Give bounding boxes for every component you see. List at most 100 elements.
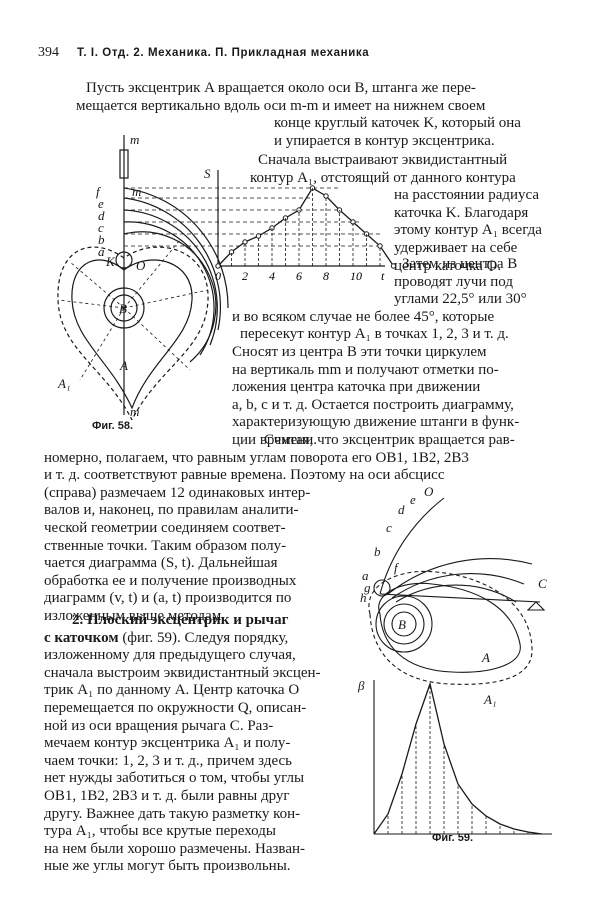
text-line: этому контур A₁ всегда bbox=[394, 222, 542, 239]
text-line: ческой геометрии соединяем соответ- bbox=[44, 519, 286, 536]
text-line: углами 22,5° или 30° bbox=[394, 291, 527, 308]
label-B: B bbox=[398, 617, 406, 632]
b-circle bbox=[383, 603, 425, 645]
label-S: S bbox=[204, 166, 211, 181]
paragraph-rays: Затем из центра B проводят лучи под угла… bbox=[226, 256, 562, 450]
label-O: O bbox=[136, 258, 146, 273]
label-A: A bbox=[119, 358, 128, 373]
paragraph-intro-cont: конце круглый каточек K, который она и у… bbox=[226, 115, 562, 150]
label-d: d bbox=[398, 502, 405, 517]
ray bbox=[57, 299, 125, 309]
text-line: ственные точки. Таким образом полу- bbox=[44, 537, 287, 554]
b-circle bbox=[391, 611, 417, 637]
paragraph-diagram: Считая, что эксцентрик вращается рав- но… bbox=[44, 432, 564, 626]
text-line: конце круглый каточек K, который она bbox=[274, 115, 521, 131]
arc bbox=[387, 558, 533, 595]
label-A1: A₁ bbox=[57, 376, 70, 391]
ray bbox=[123, 307, 191, 371]
label-e: e bbox=[98, 196, 104, 211]
text-line: Считая, что эксцентрик вращается рав- bbox=[264, 432, 515, 448]
text-line: (справа) размечаем 12 одинаковых интер- bbox=[44, 484, 311, 501]
text-line: центр каточка O. bbox=[394, 257, 502, 274]
section-title-line: 2. Плоский эксцентрик и рычаг bbox=[44, 612, 360, 630]
running-title: Т. I. Отд. 2. Механика. П. Прикладная ме… bbox=[77, 47, 370, 59]
text-line: Пусть эксцентрик A вращается около оси B… bbox=[86, 80, 476, 96]
text-line: Сносят из центра B эти точки циркулем bbox=[232, 343, 487, 360]
figure-58-caption: Фиг. 58. bbox=[92, 420, 134, 432]
arc bbox=[123, 221, 215, 356]
text-line: OB1, 1B2, 2B3 и т. д. были равны друг bbox=[44, 787, 290, 804]
text-line: валов и, наконец, по правилам аналити- bbox=[44, 502, 299, 519]
text-line: контур A₁, отстоящий от данного контура bbox=[250, 169, 516, 186]
label-e: e bbox=[410, 492, 416, 507]
label-m-bottom: m bbox=[130, 404, 139, 419]
page-number: 394 bbox=[38, 45, 59, 60]
section-title-tail: (фиг. 59). Следуя порядку, bbox=[118, 629, 289, 646]
label-d: d bbox=[98, 208, 105, 223]
hub-inner bbox=[110, 294, 138, 322]
s-t-point bbox=[215, 263, 221, 269]
text-line: обработка ее и получение производных bbox=[44, 572, 297, 589]
label-O: O bbox=[424, 484, 434, 499]
text-line: чается диаграмма (S, t). Дальнейшая bbox=[44, 555, 278, 572]
text-line: на нем были хорошо размечены. Назван- bbox=[44, 840, 305, 857]
text-line: Сначала выстраивают эквидистантный bbox=[258, 152, 508, 168]
text-line: характеризующую движение штанги в функ- bbox=[232, 414, 520, 431]
paragraph-equidistant: Сначала выстраивают эквидистантный конту… bbox=[226, 152, 562, 275]
t-tick-label: 8 bbox=[323, 269, 329, 283]
text-line: на расстоянии радиуса bbox=[394, 187, 540, 204]
label-m-mid: m bbox=[132, 184, 141, 199]
text-line: удерживает на себе bbox=[394, 239, 518, 256]
label-c: c bbox=[386, 520, 392, 535]
arc bbox=[123, 197, 221, 331]
text-line: на вертикаль mm и получают отметки по- bbox=[232, 361, 499, 378]
pivot-C bbox=[526, 601, 546, 611]
text-line: нет нужды заботиться о том, чтобы углы bbox=[44, 770, 305, 787]
roller-K bbox=[115, 251, 133, 269]
text-line: изложенным выше методам. bbox=[44, 607, 225, 624]
section-2: 2. Плоский эксцентрик и рычаг с каточком… bbox=[44, 612, 360, 876]
lever bbox=[379, 593, 541, 603]
label-A: A bbox=[481, 650, 490, 665]
label-a: a bbox=[98, 244, 105, 259]
hub-outer bbox=[103, 287, 145, 329]
text-line: тура A₁, чтобы все крутые переходы bbox=[44, 823, 276, 840]
section-title: с каточком bbox=[44, 629, 119, 646]
t-tick-label: 10 bbox=[350, 269, 362, 283]
text-line: номерно, полагаем, что равным углам пово… bbox=[44, 449, 469, 466]
text-line: ложения центра каточка при движении bbox=[232, 379, 481, 396]
label-K: K bbox=[105, 254, 116, 269]
text-line: мечаем контур эксцентрика A₁ и полу- bbox=[44, 735, 291, 752]
text-line: трик A₁ по данному A. Центр каточка O bbox=[44, 682, 300, 699]
s-t-verticals bbox=[231, 188, 381, 266]
t-tick-label: t bbox=[381, 269, 385, 283]
text-line: сначала выстроим эквидистантный эксцен- bbox=[44, 664, 321, 681]
contour-A1 bbox=[57, 246, 209, 420]
label-b: b bbox=[374, 544, 381, 559]
label-c: c bbox=[98, 220, 104, 235]
text-line: ные же углы могут быть произвольны. bbox=[44, 858, 291, 875]
text-line: проводят лучи под bbox=[394, 273, 513, 290]
ray bbox=[123, 289, 209, 309]
t-tick-label: 6 bbox=[296, 269, 302, 283]
arc bbox=[123, 231, 217, 363]
label-b: b bbox=[98, 232, 105, 247]
text-line: ции времени. bbox=[232, 431, 318, 448]
beta-verticals bbox=[387, 684, 529, 834]
s-t-point bbox=[390, 263, 397, 269]
arc bbox=[123, 187, 229, 309]
rod-segment bbox=[119, 149, 129, 179]
text-line: изложенному для предыдущего случая, bbox=[44, 647, 296, 664]
contour-A bbox=[71, 259, 193, 410]
arc-Q bbox=[379, 497, 445, 595]
contour-A bbox=[378, 582, 521, 673]
text-line: пересекут контур A₁ в точках 1, 2, 3 и т… bbox=[240, 326, 509, 343]
t-tick-label: 0 bbox=[215, 269, 221, 283]
figure-59: O e d c b a h g f C B A A₁ β bbox=[357, 484, 552, 835]
arc bbox=[123, 209, 218, 346]
ray bbox=[123, 239, 181, 309]
text-line: и во всяком случае не более 45°, которые bbox=[232, 308, 495, 325]
label-f: f bbox=[96, 184, 102, 199]
section-title-line: с каточком (фиг. 59). Следуя порядку, bbox=[44, 630, 360, 648]
